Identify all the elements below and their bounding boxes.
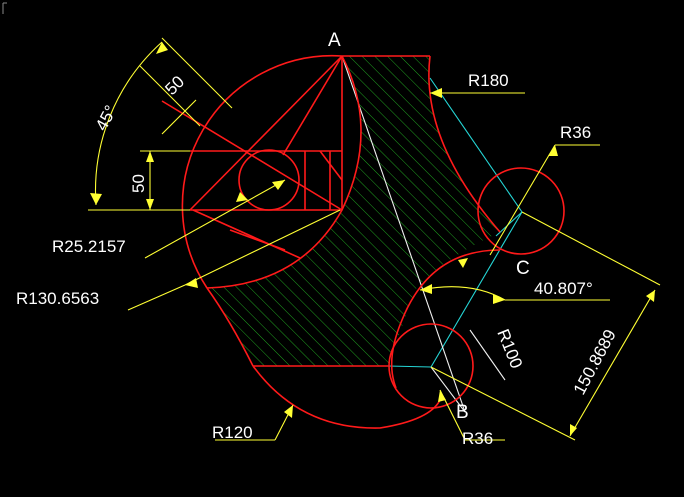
circle-r36-bottom	[388, 323, 474, 409]
arrowheads	[90, 42, 655, 436]
dim-angle-45: 45°	[92, 102, 121, 134]
dim-r25: R25.2157	[52, 237, 126, 256]
dim-50-vertical: 50	[129, 174, 148, 193]
reference-lines	[341, 55, 506, 413]
dim-r120: R120	[212, 423, 253, 442]
arc-r180	[428, 55, 501, 233]
hatched-region	[207, 56, 500, 366]
dim-r100: R100	[493, 326, 526, 371]
profile-geometry	[161, 54, 565, 429]
circle-r36-top	[477, 167, 565, 255]
bottom-arc	[206, 287, 254, 367]
arc-r100	[390, 249, 501, 389]
point-a-label: A	[328, 30, 341, 51]
outer-bottom-arc	[252, 365, 441, 429]
dimension-lines	[88, 37, 661, 441]
dim-angle-40: 40.807°	[534, 279, 593, 298]
dim-r180: R180	[468, 71, 509, 90]
dimension-labels: A B C 45° 50 50 R180 R36 R25.2157 R130.6…	[16, 30, 620, 448]
dim-150: 150.8689	[570, 326, 620, 398]
dim-r36-bottom: R36	[462, 429, 493, 448]
dim-r36-top: R36	[560, 123, 591, 142]
point-b-label: B	[456, 402, 469, 423]
dim-r130: R130.6563	[16, 289, 99, 308]
outer-arc-r120	[181, 54, 343, 289]
corner-tick	[2, 2, 7, 14]
point-c-label: C	[516, 258, 530, 279]
dim-50-diagonal: 50	[161, 72, 188, 99]
